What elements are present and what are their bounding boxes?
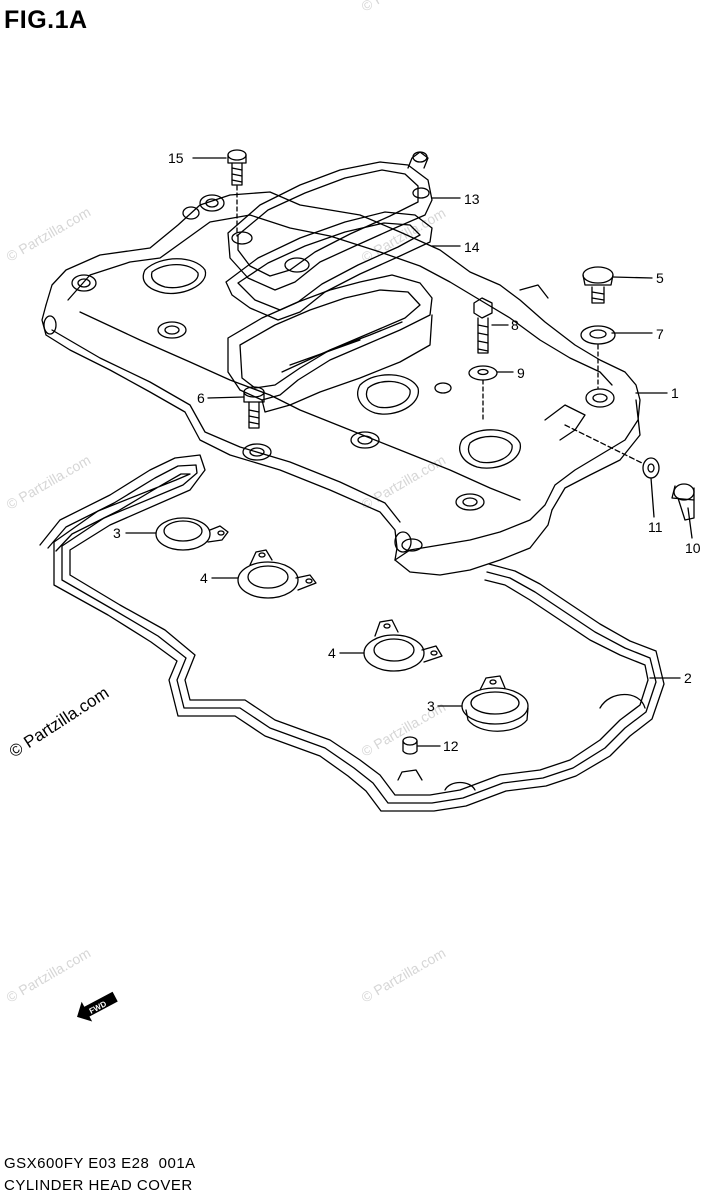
cylinder-head-cover (41, 191, 641, 576)
bolt-10 (671, 483, 695, 521)
watermark-4: © Partzilla.com (359, 452, 449, 513)
callout-3a: 3 (113, 525, 121, 541)
watermark-8: © Partzilla.com (359, 0, 449, 15)
watermark-group: © Partzilla.com © Partzilla.com © Partzi… (4, 0, 449, 1006)
callout-9: 9 (517, 365, 525, 381)
watermark-main: © Partzilla.com (6, 683, 112, 761)
cap-bolt-5 (582, 266, 614, 304)
dowel-pin-12 (402, 736, 418, 755)
caption-model-code: GSX600FY E03 E28 001A (4, 1155, 196, 1172)
callout-6: 6 (197, 390, 205, 406)
leader-lines (125, 157, 693, 747)
bolt-8 (473, 297, 493, 354)
washer-11 (564, 424, 660, 479)
callout-3b: 3 (427, 698, 435, 714)
callout-14: 14 (464, 239, 480, 255)
plug-hole-gasket-4b (363, 619, 443, 672)
caption-title: CYLINDER HEAD COVER (4, 1177, 193, 1194)
watermark-6: © Partzilla.com (4, 945, 94, 1006)
callout-1: 1 (671, 385, 679, 401)
callout-15: 15 (168, 150, 184, 166)
callout-labels: 15 13 14 5 8 7 9 1 6 3 4 11 10 2 4 3 12 (113, 150, 701, 754)
plug-hole-gasket-3b (461, 675, 529, 732)
breather-cover-assembly (225, 151, 433, 321)
callout-12: 12 (443, 738, 459, 754)
callout-10: 10 (685, 540, 701, 556)
callout-5: 5 (656, 270, 664, 286)
washer-9 (468, 365, 498, 423)
plug-hole-gasket-4a (237, 549, 317, 599)
callout-2: 2 (684, 670, 692, 686)
callout-4a: 4 (200, 570, 208, 586)
plug-hole-gasket-3a (155, 517, 229, 551)
callout-11: 11 (648, 519, 663, 535)
watermark-1: © Partzilla.com (4, 204, 94, 265)
cover-gasket (39, 454, 665, 812)
callout-8: 8 (511, 317, 519, 333)
watermark-3: © Partzilla.com (4, 452, 94, 513)
fwd-arrow-icon: FWD (77, 991, 118, 1022)
figure-title: FIG.1A (4, 6, 88, 34)
bolt-15 (227, 149, 247, 237)
callout-4b: 4 (328, 645, 336, 661)
watermark-7: © Partzilla.com (359, 945, 449, 1006)
callout-13: 13 (464, 191, 480, 207)
callout-7: 7 (656, 326, 664, 342)
washer-7 (580, 325, 616, 389)
